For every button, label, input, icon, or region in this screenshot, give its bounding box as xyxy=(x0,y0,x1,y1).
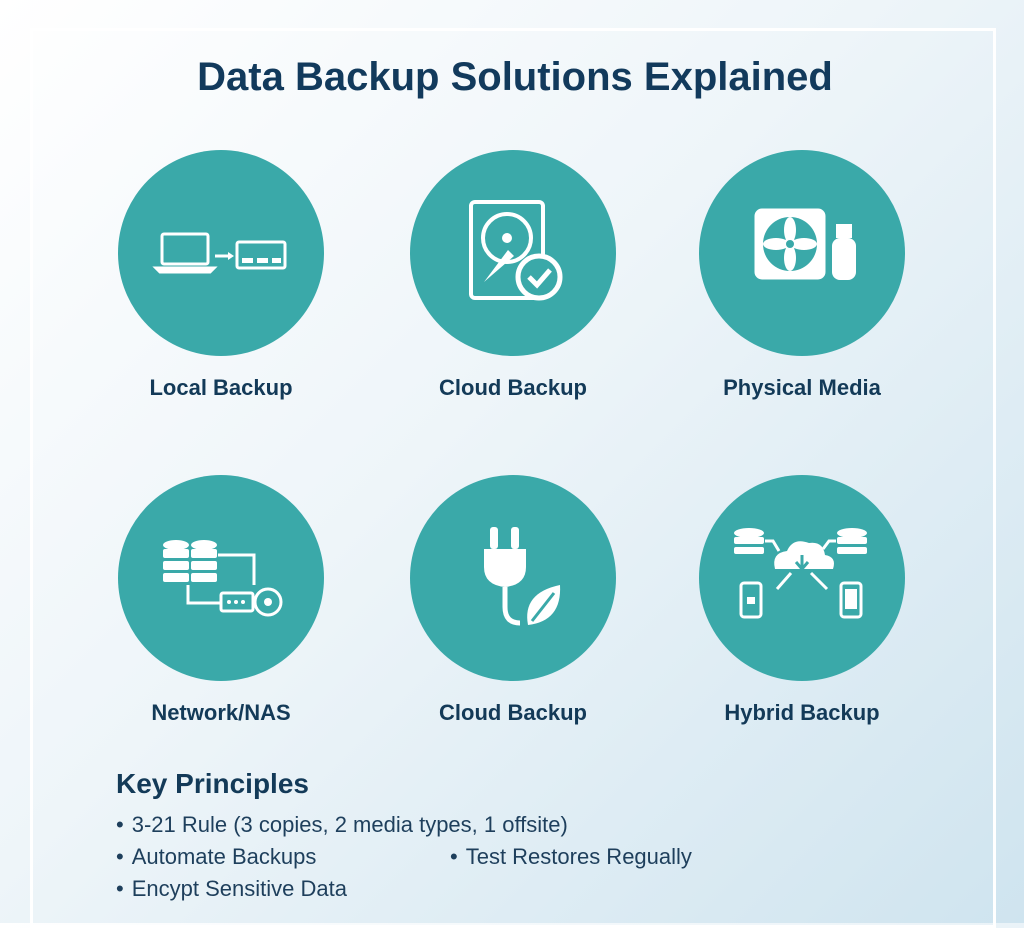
solution-label: Hybrid Backup xyxy=(724,700,880,725)
principle-item: •Encypt Sensitive Data xyxy=(116,876,347,901)
principle-item: •Automate Backups xyxy=(116,844,317,869)
hard-drive-check-icon xyxy=(410,150,616,356)
solution-card-hybrid-backup: Hybrid Backup xyxy=(652,475,952,726)
page-title: Data Backup Solutions Explained xyxy=(197,55,833,99)
solution-label: Cloud Backup xyxy=(439,375,587,400)
principle-item: •Test Restores Regually xyxy=(450,844,692,869)
solution-card-physical-media: Physical Media xyxy=(652,150,952,401)
principle-item: •3-21 Rule (3 copies, 2 media types, 1 o… xyxy=(116,812,568,837)
solution-label: Physical Media xyxy=(723,375,881,400)
plug-leaf-icon xyxy=(410,475,616,681)
laptop-to-drive-icon xyxy=(118,150,324,356)
solution-label: Local Backup xyxy=(149,375,293,400)
solution-card-cloud-backup-2: Cloud Backup xyxy=(363,475,663,726)
solution-label: Cloud Backup xyxy=(439,700,587,725)
solution-card-cloud-backup: Cloud Backup xyxy=(363,150,663,401)
network-storage-icon xyxy=(118,475,324,681)
solution-label: Network/NAS xyxy=(151,700,291,725)
hybrid-cloud-icon xyxy=(699,475,905,681)
solution-card-network-nas: Network/NAS xyxy=(71,475,371,726)
solution-card-local-backup: Local Backup xyxy=(71,150,371,401)
fan-usb-icon xyxy=(699,150,905,356)
key-principles-heading: Key Principles xyxy=(116,768,309,799)
